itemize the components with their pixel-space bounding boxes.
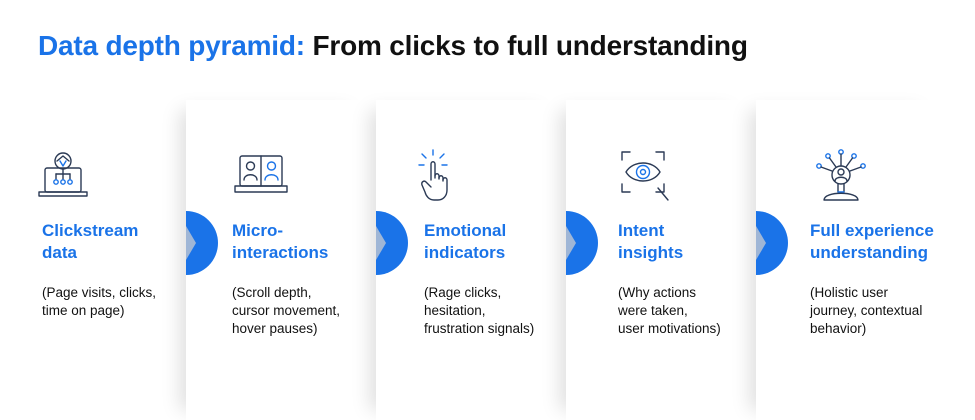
- step-description: (Holistic user journey, contextual behav…: [810, 285, 923, 336]
- tapping-hand-icon: [414, 148, 468, 204]
- chevron-right-icon: [186, 211, 218, 275]
- step-heading: Intent insights: [618, 221, 684, 262]
- step-heading: Micro- interactions: [232, 221, 329, 262]
- step-intent-insights: Intent insights (Why actions were taken,…: [566, 100, 756, 420]
- step-description: (Scroll depth, cursor movement, hover pa…: [232, 285, 341, 336]
- step-heading: Emotional indicators: [424, 221, 507, 262]
- video-call-laptop-icon: [234, 148, 288, 204]
- step-heading: Clickstream data: [42, 221, 139, 262]
- chevron-right-icon: [376, 211, 408, 275]
- user-network-icon: [814, 148, 868, 204]
- step-description: (Rage clicks, hesitation, frustration si…: [424, 285, 535, 336]
- title-rest: From clicks to full understanding: [312, 30, 748, 61]
- step-full-experience: Full experience understanding (Holistic …: [756, 100, 946, 420]
- step-description: (Page visits, clicks, time on page): [42, 285, 157, 318]
- step-heading: Full experience understanding: [810, 221, 934, 262]
- chevron-right-icon: [566, 211, 598, 275]
- step-emotional-indicators: Emotional indicators (Rage clicks, hesit…: [376, 100, 566, 420]
- chevron-right-icon: [756, 211, 788, 275]
- page-title: Data depth pyramid: From clicks to full …: [38, 30, 748, 62]
- step-description: (Why actions were taken, user motivation…: [618, 285, 721, 336]
- step-micro-interactions: Micro- interactions (Scroll depth, curso…: [186, 100, 376, 420]
- title-accent: Data depth pyramid:: [38, 30, 305, 61]
- step-clickstream: Clickstream data (Page visits, clicks, t…: [0, 100, 190, 420]
- laptop-network-icon: [36, 148, 90, 204]
- eye-scan-icon: [618, 148, 672, 204]
